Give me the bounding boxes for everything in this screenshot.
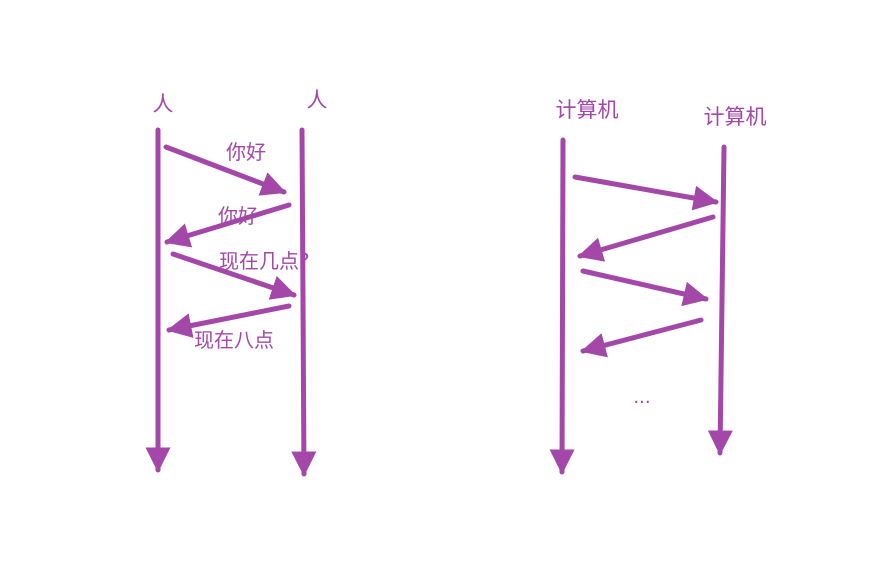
left-message-label-4: 现在八点 (194, 328, 274, 352)
left-participant-b-label: 人 (307, 88, 328, 112)
right-lifeline-b (707, 144, 733, 456)
right-panel: 计算机 计算机 ... (549, 98, 767, 475)
right-message-arrow-3 (580, 268, 709, 307)
right-participant-a-label: 计算机 (556, 98, 619, 122)
left-panel: 人 人 你好 你好 现在几点? 现在八点 (145, 88, 328, 477)
left-message-arrow-3 (170, 251, 297, 300)
right-lifeline-a (549, 137, 575, 475)
left-message-arrow-4 (166, 303, 292, 338)
right-participant-b-label: 计算机 (704, 105, 767, 129)
right-continuation-ellipsis: ... (633, 387, 650, 408)
left-message-arrow-1 (163, 144, 287, 196)
right-message-arrow-1 (572, 174, 719, 211)
right-message-arrow-4 (580, 317, 704, 358)
left-message-label-2: 你好 (218, 204, 258, 228)
left-message-label-1: 你好 (226, 140, 266, 164)
right-message-arrow-2 (577, 214, 716, 262)
left-message-arrow-2 (164, 202, 292, 248)
left-message-label-3: 现在几点? (219, 249, 310, 273)
left-participant-a-label: 人 (153, 92, 174, 116)
left-lifeline-b (291, 127, 317, 477)
